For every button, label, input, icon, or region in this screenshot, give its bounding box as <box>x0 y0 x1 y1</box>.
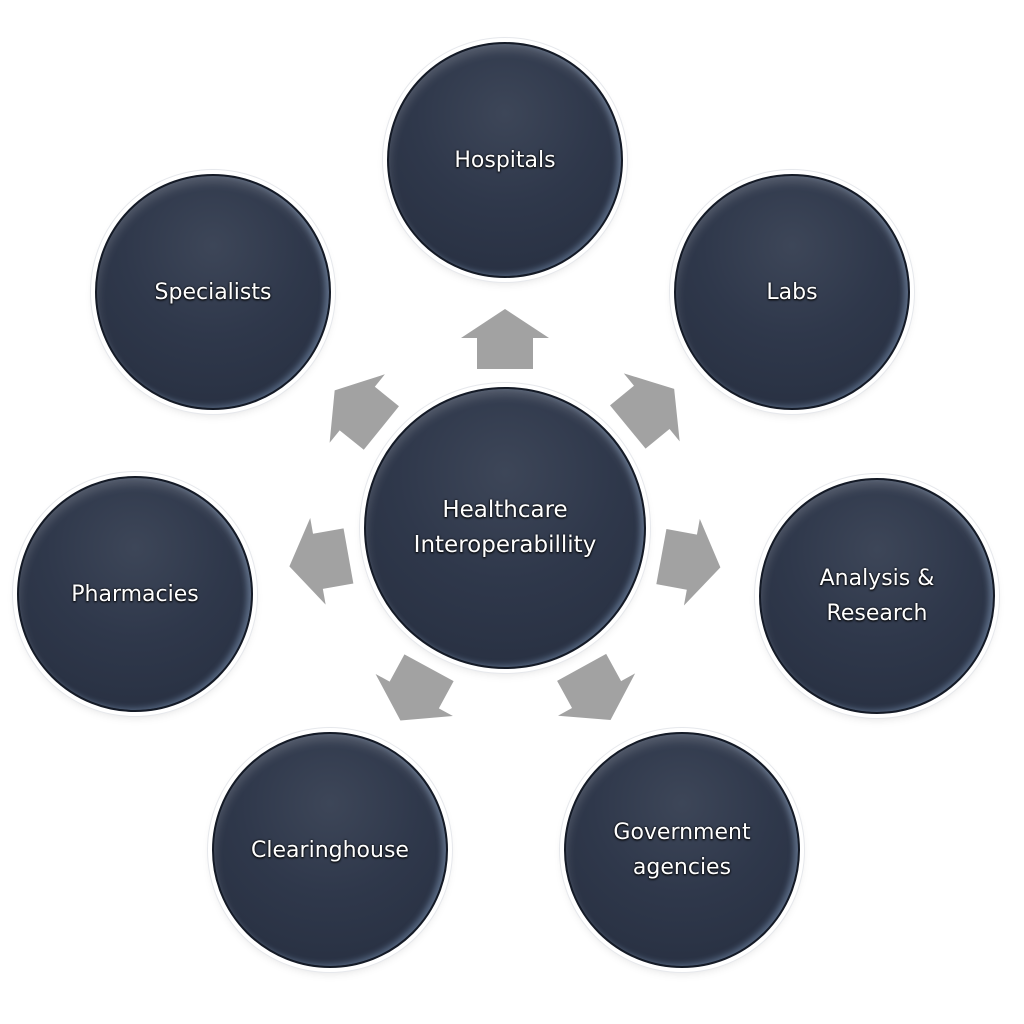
node-label: Labs <box>766 279 818 305</box>
node-specialists: Specialists <box>95 174 331 410</box>
node-label: Analysis & Research <box>819 566 935 626</box>
node-label: Specialists <box>154 279 272 305</box>
node-labs: Labs <box>674 174 910 410</box>
node-label: Government agencies <box>613 820 751 880</box>
center-node-healthcare-interoperability: Healthcare Interoperabillity <box>364 387 646 669</box>
node-label: Clearinghouse <box>251 837 409 863</box>
node-government-agencies: Government agencies <box>564 732 800 968</box>
arrow-to-labs <box>610 373 680 449</box>
arrow-to-pharmacies <box>289 518 354 605</box>
arrow-to-analysis <box>656 518 721 606</box>
center-label: Healthcare Interoperabillity <box>413 497 597 558</box>
node-clearinghouse: Clearinghouse <box>212 732 448 968</box>
node-label: Pharmacies <box>71 581 199 607</box>
node-label: Hospitals <box>454 147 556 173</box>
arrow-to-clearinghouse <box>375 654 454 721</box>
node-analysis-research: Analysis & Research <box>759 478 995 714</box>
arrow-to-government <box>557 653 636 720</box>
node-hospitals: Hospitals <box>387 42 623 278</box>
node-pharmacies: Pharmacies <box>17 476 253 712</box>
arrow-to-hospitals <box>461 309 549 369</box>
arrow-to-specialists <box>329 374 399 450</box>
